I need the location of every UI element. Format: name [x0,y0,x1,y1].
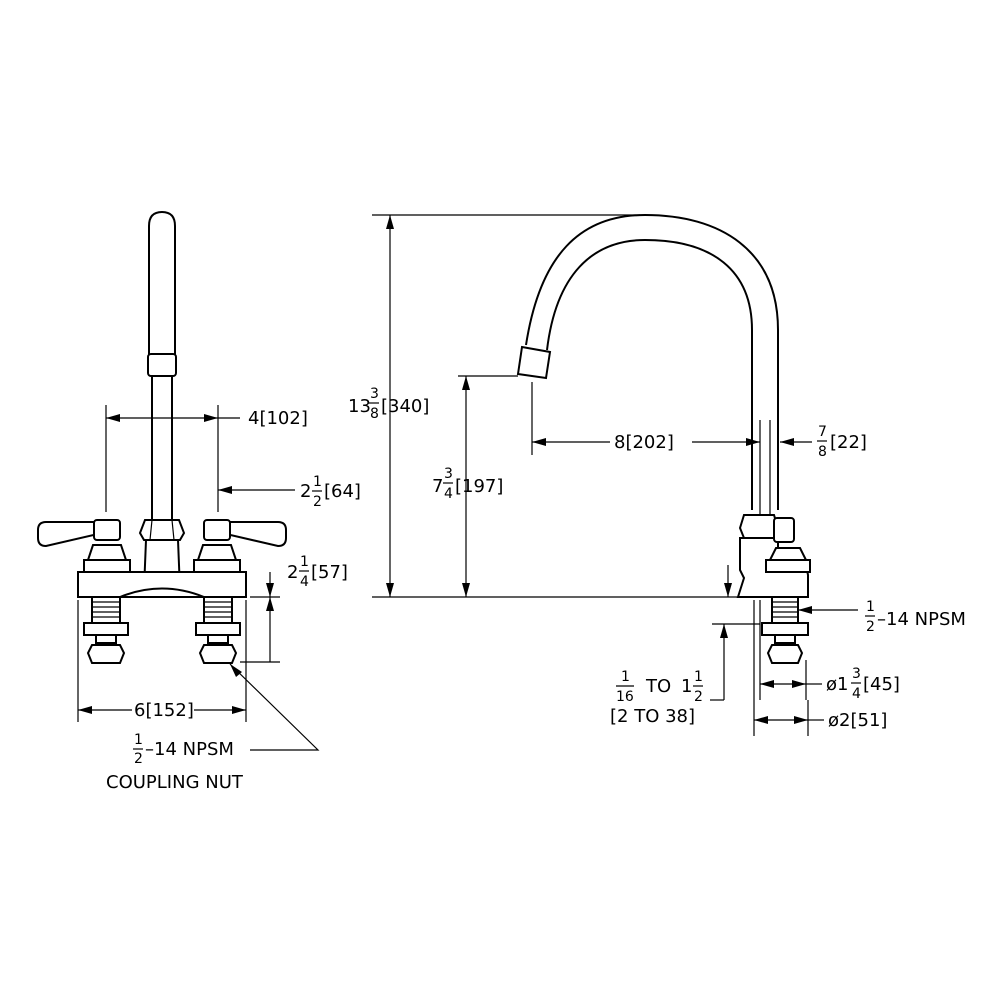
tube-num: 7 [818,424,827,440]
deck-thick-den2: 2 [694,689,703,705]
flange-dia-label: ø2[51] [828,710,887,731]
deck-thick-to: TO [645,676,671,697]
side-handle-hub [773,517,795,543]
deck-thick-num1: 1 [621,669,630,685]
center-spacing-label: 4[102] [248,408,308,429]
thread-spec: –14 NPSM [877,609,966,630]
left-locknut [83,622,129,636]
base-width-label: 6[152] [134,700,194,721]
tube-den: 8 [818,444,827,460]
deck-height-num: 1 [300,554,309,570]
spout-height-whole: 7 [432,476,443,497]
right-coupling-nut [198,644,238,664]
front-dimensions: 4[102] 2 1 2 [64] 2 1 4 [57] 6[152] 1 2 [77,405,361,793]
spout-offset-whole: 2 [300,481,311,502]
deck-thick-den1: 16 [616,689,634,705]
left-handle-hub [93,519,121,541]
shank-dia-den: 4 [852,686,861,702]
front-spout-collar [147,353,177,377]
left-coupling-nut [86,644,126,664]
side-spout-inner [546,238,753,510]
thread-den: 2 [866,619,875,635]
deck-height-mm: [57] [311,562,348,583]
side-view [516,213,811,664]
deck-thick-whole2: 1 [681,676,692,697]
overall-height-whole: 13 [348,396,371,417]
callout-den: 2 [134,751,143,767]
right-handle-hub [203,519,231,541]
side-dimensions: 13 3 8 [340] 7 3 4 [197] 8[202] 7 8 [22]… [348,214,966,736]
thread-num: 1 [866,599,875,615]
left-shank-thread [91,596,121,624]
overall-height-den: 8 [370,406,379,422]
side-locknut [761,622,809,636]
spout-reach-label: 8[202] [614,432,674,453]
tube-mm: [22] [830,432,867,453]
side-shank-thread [771,596,799,624]
shank-dia-prefix: ø1 [826,674,848,695]
front-spout-tube [148,210,176,360]
callout-spec: –14 NPSM [145,739,234,760]
spout-height-mm: [197] [455,476,503,497]
callout-num: 1 [134,732,143,748]
shank-dia-mm: [45] [863,674,900,695]
left-valve-cap [86,544,128,561]
left-handle-lever [37,521,99,548]
deck-height-whole: 2 [287,562,298,583]
right-shank-thread [203,596,233,624]
deck-thick-mm: [2 TO 38] [610,706,695,727]
overall-height-mm: [340] [381,396,429,417]
side-spout-outer [525,213,779,510]
spout-offset-num: 1 [313,474,322,490]
front-spout-lower [151,376,173,520]
side-coupling-nut [766,644,804,664]
spout-offset-den: 2 [313,494,322,510]
side-spout-tip [516,345,552,380]
side-spout-nut [738,514,780,539]
shank-dia-num: 3 [852,666,861,682]
callout-line2: COUPLING NUT [106,772,244,793]
front-center-nut [138,519,186,541]
spout-height-num: 3 [444,466,453,482]
front-view [37,210,287,664]
deck-thick-num2: 1 [694,669,703,685]
overall-height-num: 3 [370,386,379,402]
spout-offset-mm: [64] [324,481,361,502]
right-valve-cap [196,544,238,561]
right-handle-lever [225,521,287,548]
right-locknut [195,622,241,636]
spout-height-den: 4 [444,486,453,502]
deck-height-den: 4 [300,574,309,590]
